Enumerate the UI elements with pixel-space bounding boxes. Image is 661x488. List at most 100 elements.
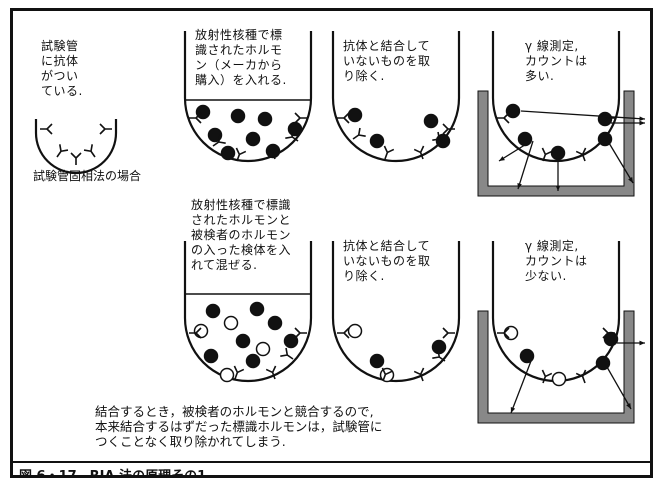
labeled-hormone-icon <box>519 348 535 364</box>
lead-shield <box>477 90 635 197</box>
antibody-icon <box>497 112 510 124</box>
arrow-head <box>639 340 645 346</box>
patient-hormone-icon <box>255 341 271 357</box>
antibody-icon <box>383 145 395 160</box>
antibody-icon <box>280 347 294 360</box>
labeled-hormone-icon <box>207 127 223 143</box>
arrow-head <box>628 177 633 183</box>
labeled-hormone-icon <box>369 353 385 369</box>
patient-hormone-icon <box>503 325 519 341</box>
antibody-icon <box>602 327 615 339</box>
tube-top-step3 <box>331 31 461 163</box>
top-step2-text: 放射性核種で標 識されたホルモ ン（メーカから 購入）を入れる. <box>195 28 287 87</box>
patient-hormone-icon <box>193 323 209 339</box>
antibody-icon <box>70 152 82 165</box>
antibody-icon <box>99 123 112 135</box>
tube-top-step4 <box>491 31 621 163</box>
figure-frame: 試験管 に抗体 がつい ている. 試験管固相法の場合 放射性核種で標 識されたホ… <box>10 8 653 478</box>
antibody-icon <box>294 112 307 124</box>
antibody-icon <box>56 144 69 158</box>
antibody-icon <box>285 129 299 142</box>
patient-hormone-icon <box>219 367 235 383</box>
antibody-icon <box>189 327 202 339</box>
diagram-art <box>34 31 646 424</box>
labeled-hormone-icon <box>267 315 283 331</box>
labeled-hormone-icon <box>220 145 236 161</box>
tube-bottom-step3 <box>331 241 461 383</box>
gamma-ray-arrow <box>606 366 632 410</box>
labeled-hormone-icon <box>287 121 303 137</box>
antibody-icon <box>432 349 446 362</box>
gamma-ray-arrow <box>510 360 532 414</box>
labeled-hormone-icon <box>249 301 265 317</box>
antibody-icon <box>352 127 366 140</box>
patient-hormone-icon <box>551 371 567 387</box>
patient-hormone-icon <box>379 367 395 383</box>
caption-bar: 図 6・17 RIA 法の原理その1 <box>13 461 650 478</box>
antibody-icon <box>189 112 202 124</box>
explanation-note: 結合するとき，被検者のホルモンと競合するので, 本来結合するはずだった標識ホルモ… <box>95 404 383 449</box>
labeled-hormone-icon <box>230 108 246 124</box>
antibody-icon <box>235 147 247 162</box>
antibody-icon <box>413 367 425 382</box>
arrow-head <box>639 116 645 121</box>
antibody-icon <box>83 144 96 158</box>
labeled-hormone-icon <box>597 131 613 147</box>
antibody-icon <box>541 369 553 384</box>
tube-top-step2 <box>183 31 313 163</box>
labeled-hormone-icon <box>283 333 299 349</box>
arrow-head <box>510 407 516 413</box>
antibody-icon <box>497 327 510 339</box>
labeled-hormone-icon <box>257 111 273 127</box>
gamma-ray-arrow <box>608 142 634 184</box>
antibody-icon <box>337 327 350 339</box>
gamma-ray-arrow <box>520 110 646 120</box>
arrow-head <box>639 120 645 126</box>
gamma-ray-arrow <box>517 140 534 190</box>
arrow-head <box>499 156 505 161</box>
antibody-icon <box>337 112 350 124</box>
antibody-icon <box>233 365 245 380</box>
labeled-hormone-icon <box>205 303 221 319</box>
step1-text: 試験管 に抗体 がつい ている. <box>41 39 83 98</box>
labeled-hormone-icon <box>595 355 611 371</box>
tube-bottom-step2 <box>183 241 313 383</box>
antibody-icon <box>40 123 53 135</box>
antibody-icon <box>265 145 277 160</box>
antibody-icon <box>575 147 587 162</box>
patient-hormone-icon <box>347 323 363 339</box>
gamma-ray-arrow <box>498 142 529 162</box>
labeled-hormone-icon <box>245 131 261 147</box>
antibody-icon <box>575 369 587 384</box>
antibody-icon <box>432 131 446 144</box>
top-step4-text: γ 線測定, カウントは 多い. <box>525 39 588 83</box>
tube-step1 <box>34 119 118 175</box>
labeled-hormone-icon <box>245 353 261 369</box>
bottom-step4-text: γ 線測定, カウントは 少ない. <box>525 239 588 283</box>
lead-shield <box>477 310 635 424</box>
bottom-step2-text: 放射性核種で標識 されたホルモンと 被検者のホルモン の入った検体を入 れて混ぜ… <box>191 198 292 272</box>
labeled-hormone-icon <box>505 103 521 119</box>
top-step3-text: 抗体と結合して いないものを取 り除く. <box>343 39 431 83</box>
antibody-icon <box>442 327 455 339</box>
antibody-icon <box>442 123 455 135</box>
labeled-hormone-icon <box>347 107 363 123</box>
arrow-head <box>626 403 631 409</box>
labeled-hormone-icon <box>517 131 533 147</box>
step1-caption: 試験管固相法の場合 <box>33 169 142 183</box>
antibody-icon <box>212 134 226 147</box>
figure-caption: 図 6・17 RIA 法の原理その1 <box>19 469 207 478</box>
bottom-step3-text: 抗体と結合して いないものを取 り除く. <box>343 239 431 283</box>
antibody-icon <box>265 365 277 380</box>
labeled-hormone-icon <box>369 133 385 149</box>
labeled-hormone-icon <box>235 333 251 349</box>
antibody-icon <box>294 327 307 339</box>
patient-hormone-icon <box>223 315 239 331</box>
labeled-hormone-icon <box>203 348 219 364</box>
labeled-hormone-icon <box>423 113 439 129</box>
arrow-head <box>555 185 561 191</box>
antibody-icon <box>413 145 425 160</box>
arrow-head <box>517 183 522 189</box>
labeled-hormone-icon <box>550 145 566 161</box>
antibody-icon <box>381 367 393 382</box>
